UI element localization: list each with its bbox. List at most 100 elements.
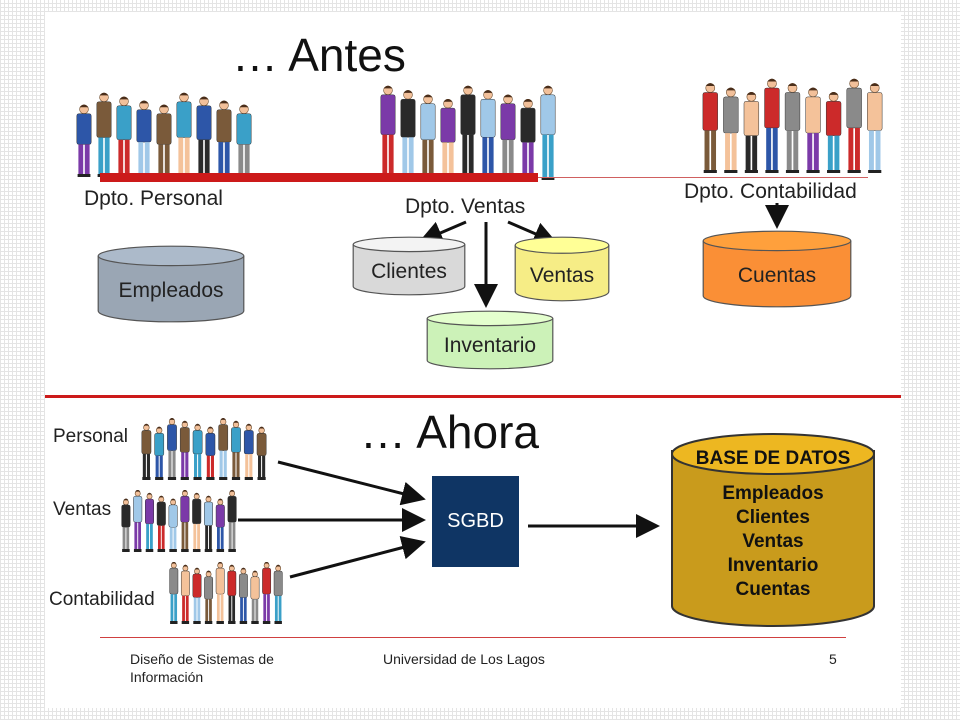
department-connector-line bbox=[538, 177, 868, 178]
person-icon bbox=[520, 99, 536, 180]
person-icon bbox=[846, 78, 862, 173]
person-icon bbox=[867, 83, 883, 173]
person-icon bbox=[500, 94, 516, 180]
bottom-arrows bbox=[238, 460, 660, 579]
person-icon bbox=[440, 99, 456, 180]
person-icon bbox=[262, 562, 272, 624]
cylinder-icon bbox=[352, 236, 466, 296]
footer-rule bbox=[100, 637, 846, 638]
people-group-personal-icon bbox=[141, 418, 267, 480]
person-icon bbox=[764, 78, 780, 173]
footer-page-number: 5 bbox=[829, 651, 837, 667]
person-icon bbox=[250, 570, 260, 624]
cylinder-icon bbox=[97, 245, 245, 323]
database-cylinder: BASE DE DATOS Empleados Clientes Ventas … bbox=[670, 430, 876, 628]
person-icon bbox=[743, 91, 760, 173]
person-icon bbox=[273, 564, 283, 624]
datastore-label: Cuentas bbox=[737, 264, 817, 287]
department-label: Dpto. Ventas bbox=[405, 195, 526, 218]
title-ahora: … Ahora bbox=[360, 406, 539, 458]
person-icon bbox=[805, 87, 821, 173]
person-icon bbox=[192, 567, 202, 624]
people-group-ventas-icon bbox=[380, 85, 556, 180]
person-icon bbox=[256, 426, 267, 480]
person-icon bbox=[180, 490, 190, 552]
datastore-clientes: Clientes bbox=[352, 236, 466, 296]
footer-course-line: Información bbox=[130, 669, 204, 685]
cylinder-icon bbox=[702, 230, 852, 308]
person-icon bbox=[169, 562, 179, 624]
person-icon bbox=[176, 92, 192, 177]
person-icon bbox=[380, 85, 396, 180]
department-connector-bar bbox=[100, 173, 538, 182]
person-icon bbox=[723, 87, 739, 173]
datastore-inventario: Inventario bbox=[426, 310, 554, 370]
datastore-empleados: Empleados bbox=[97, 245, 245, 323]
person-icon bbox=[121, 498, 131, 552]
cylinder-icon bbox=[426, 310, 554, 370]
person-icon bbox=[167, 418, 177, 480]
people-group-ventas-icon bbox=[121, 490, 237, 552]
person-icon bbox=[133, 490, 143, 552]
person-icon bbox=[215, 498, 225, 552]
person-icon bbox=[145, 492, 154, 552]
person-icon bbox=[825, 91, 842, 173]
database-cylinder-icon bbox=[671, 433, 875, 627]
datastore-cuentas: Cuentas bbox=[702, 230, 852, 308]
sgbd-box: SGBD bbox=[432, 476, 519, 567]
person-icon bbox=[227, 564, 237, 624]
datastore-label: Ventas bbox=[529, 264, 595, 287]
person-icon bbox=[243, 423, 254, 480]
database-item: Inventario bbox=[727, 555, 819, 576]
person-icon bbox=[784, 83, 801, 173]
datastore-label: Empleados bbox=[118, 279, 224, 302]
person-icon bbox=[238, 567, 248, 624]
person-icon bbox=[168, 498, 178, 552]
arrow bbox=[289, 535, 426, 579]
person-icon bbox=[141, 423, 152, 480]
source-label: Contabilidad bbox=[49, 589, 155, 610]
people-group-contabilidad-icon bbox=[169, 562, 283, 624]
person-icon bbox=[179, 420, 190, 480]
person-icon bbox=[204, 495, 213, 552]
person-icon bbox=[192, 423, 203, 480]
person-icon bbox=[156, 495, 166, 552]
footer-university: Universidad de Los Lagos bbox=[383, 651, 545, 667]
person-icon bbox=[231, 420, 241, 480]
database-item: Clientes bbox=[736, 507, 810, 528]
people-group-contabilidad-icon bbox=[702, 78, 883, 173]
arrow bbox=[277, 460, 426, 506]
person-icon bbox=[192, 492, 202, 552]
person-icon bbox=[180, 564, 190, 624]
person-icon bbox=[154, 426, 165, 480]
database-item: Empleados bbox=[722, 483, 824, 504]
person-icon bbox=[156, 104, 172, 177]
arrow bbox=[418, 220, 467, 244]
source-label: Ventas bbox=[53, 499, 112, 520]
person-icon bbox=[196, 96, 212, 177]
person-icon bbox=[204, 570, 214, 624]
person-icon bbox=[215, 562, 225, 624]
person-icon bbox=[540, 85, 556, 180]
department-label: Dpto. Personal bbox=[84, 187, 223, 210]
person-icon bbox=[460, 85, 476, 180]
datastore-ventas: Ventas bbox=[514, 236, 610, 302]
source-label: Personal bbox=[53, 426, 128, 447]
footer-course-line: Diseño de Sistemas de bbox=[130, 651, 274, 667]
department-label: Dpto. Contabilidad bbox=[684, 180, 857, 203]
person-icon bbox=[227, 490, 237, 552]
section-divider bbox=[45, 395, 901, 398]
person-icon bbox=[76, 104, 92, 177]
people-group-personal-icon bbox=[76, 92, 252, 177]
footer-course: Diseño de Sistemas de Información bbox=[130, 650, 274, 686]
person-icon bbox=[702, 83, 718, 173]
database-item: Cuentas bbox=[735, 579, 811, 600]
person-icon bbox=[218, 418, 229, 480]
person-icon bbox=[205, 426, 216, 480]
datastore-label: Inventario bbox=[443, 334, 537, 357]
database-title: BASE DE DATOS bbox=[695, 448, 851, 469]
database-item: Ventas bbox=[742, 531, 804, 552]
cylinder-icon bbox=[514, 236, 610, 302]
datastore-label: Clientes bbox=[371, 260, 447, 283]
